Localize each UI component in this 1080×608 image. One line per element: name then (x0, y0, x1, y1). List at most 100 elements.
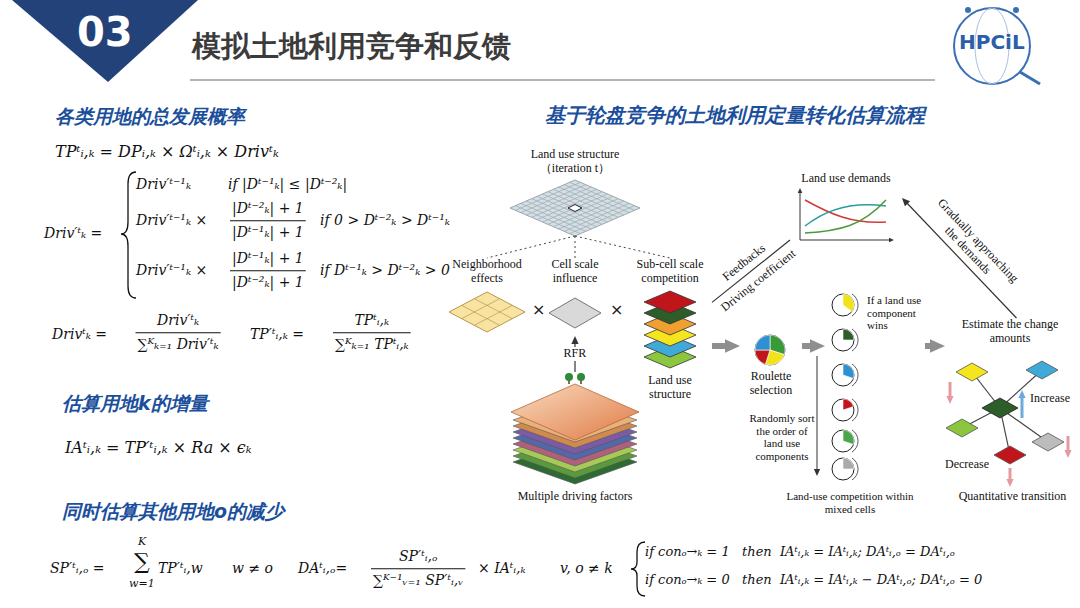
component-circle-rim (832, 458, 854, 480)
component-circle-sector (843, 294, 854, 311)
multiply-sign: × (610, 300, 623, 320)
formula: if 0 > Dᵗ⁻²ₖ > Dᵗ⁻¹ₖ (320, 212, 450, 230)
edge-label: Gradually approaching the demands (919, 191, 1025, 301)
formula: × IAᵗᵢ,ₖ (478, 560, 526, 578)
connector (487, 236, 575, 258)
brace (631, 542, 645, 596)
diagram-label: Randomly sort the order of land use comp… (748, 412, 816, 463)
increase-arrow (1021, 396, 1024, 418)
decrease-arrow-head (1064, 450, 1071, 458)
focus-cell (568, 205, 582, 212)
node-label: Increase (1030, 392, 1075, 406)
land-use-cell (946, 419, 978, 437)
formula: |Dᵗ⁻²ₖ| + 1 (232, 274, 304, 292)
fraction-bar (230, 270, 306, 271)
fraction-bar (371, 568, 465, 569)
land-use-cell (1032, 433, 1064, 451)
axis-head (798, 188, 803, 193)
roulette-rim (755, 335, 785, 365)
roulette-wheel: Roulette selection (740, 330, 802, 404)
formula: Driv′ᵗ⁻¹ₖ × (136, 262, 207, 280)
logo-text: HPCiL (959, 30, 1025, 55)
formula: if conₒ→ₖ = 0 then IAᵗᵢ,ₖ = IAᵗᵢ,ₖ − DAᵗ… (645, 572, 982, 588)
formula: Driv′ᵗ⁻¹ₖ (136, 176, 191, 194)
formula: ∑ (134, 548, 150, 576)
connector (712, 339, 740, 353)
node-label: Sub-cell scale competition (628, 258, 712, 286)
formula: w ≠ o (232, 560, 273, 578)
arrow-head (902, 198, 910, 206)
grid-line (474, 305, 512, 325)
node-label: Quantitative transition (950, 490, 1075, 504)
section-heading: 基于轮盘竞争的土地利用定量转化估算流程 (545, 103, 925, 128)
formula: ∑ᴷₖ₌₁ TPᵗᵢ,ₖ (335, 336, 409, 354)
component-circle-rim (832, 329, 854, 351)
connector-line (487, 236, 575, 258)
node-label: Land use structure (628, 374, 712, 402)
formula: IAᵗᵢ,ₖ = TP′ᵗᵢ,ₖ × Ra × ϵₖ (65, 438, 252, 458)
connector (802, 339, 825, 353)
land-use-cell (1026, 361, 1058, 379)
arrow-head (725, 339, 740, 353)
section-heading: 估算用地k的增量 (62, 392, 208, 416)
title-rule (190, 79, 935, 81)
cell-influence: Cell scale influence (545, 258, 605, 336)
connector-line (575, 236, 576, 258)
diagram-label: Land-use competition within mixed cells (785, 490, 915, 515)
component-circle-sector (843, 364, 854, 378)
component-circle-rim (832, 364, 854, 386)
change-network: Estimate the change amountsIncreaseDecre… (945, 318, 1075, 510)
factor-layer (511, 384, 639, 440)
demand-curve (805, 200, 886, 233)
formula: Driv′ᵗ⁻¹ₖ × (136, 212, 207, 230)
roulette-sector (755, 335, 770, 350)
section-heading: 同时估算其他用地o的减少 (62, 500, 284, 524)
tree-icon (577, 373, 585, 381)
formula: SP′ᵗᵢ,ₒ = (50, 560, 104, 578)
formula: Drivᵗₖ = (52, 326, 107, 344)
node-label: Roulette selection (740, 370, 802, 398)
arrow-head (810, 339, 825, 353)
component-circle-sector (843, 458, 854, 469)
component-circle-sector (843, 329, 854, 340)
fraction-bar (136, 332, 221, 333)
component-circle-rim (832, 399, 854, 421)
node-label: Estimate the change amounts (945, 318, 1075, 346)
formula: |Dᵗ⁻²ₖ| + 1 (232, 200, 304, 218)
node-label: Decrease (945, 458, 1000, 472)
land-use-cell (994, 446, 1026, 464)
grid-line (559, 201, 624, 229)
land-use-cell (956, 363, 988, 381)
fraction-bar (230, 220, 306, 221)
grid-line (543, 194, 608, 222)
logo-dot (1013, 7, 1019, 13)
node-label: Land use structure （iteration t） (505, 148, 645, 176)
decrease-arrow-head (946, 396, 953, 404)
formula: TPᵗᵢ,ₖ (355, 312, 390, 330)
formula: DAᵗᵢ,ₒ= (298, 560, 347, 578)
node-label: Multiple driving factors (505, 490, 645, 504)
rotate-arrow (852, 329, 858, 351)
edge-label: RFR (562, 347, 589, 361)
sort-arrow (817, 356, 818, 470)
decrease-arrow (1009, 468, 1012, 481)
node-label: If a land use component wins (867, 294, 925, 332)
formula: |Dᵗ⁻¹ₖ| + 1 (232, 250, 304, 268)
mixed-cell (982, 398, 1018, 418)
cell-diamond (549, 298, 601, 328)
connector-line (575, 236, 670, 258)
competition-circles: If a land use component wins (825, 292, 925, 482)
driving-factors: Multiple driving factors (505, 372, 645, 520)
formula: |Dᵗ⁻¹ₖ| + 1 (232, 224, 304, 242)
axis-head (889, 238, 894, 243)
roulette-sector (755, 350, 770, 364)
grid-line (532, 199, 597, 227)
fraction-bar (333, 332, 411, 333)
tree-icon (565, 373, 573, 381)
connector (575, 236, 576, 258)
land-use-stack: Sub-cell scale competitionLand use struc… (628, 258, 712, 406)
decrease-arrow-head (1006, 479, 1013, 487)
decrease-arrow (1067, 436, 1070, 452)
formula: if |Dᵗ⁻¹ₖ| ≤ |Dᵗ⁻²ₖ| (228, 176, 347, 194)
formula: SP′ᵗᵢ,ₒ (399, 548, 437, 566)
